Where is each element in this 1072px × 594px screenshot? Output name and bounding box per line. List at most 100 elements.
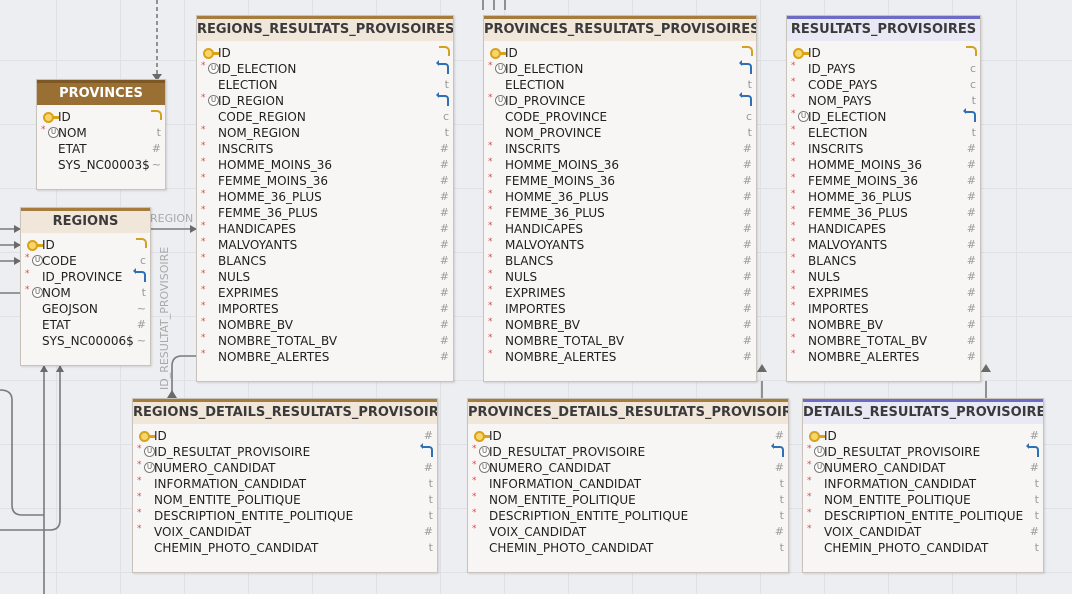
- column-row[interactable]: *NOMBRE_ALERTES#: [197, 349, 453, 365]
- column-row[interactable]: *HOMME_36_PLUS#: [197, 189, 453, 205]
- column-row[interactable]: *INSCRITS#: [484, 141, 756, 157]
- column-row[interactable]: ETAT#: [21, 317, 150, 333]
- column-row[interactable]: ID: [21, 237, 150, 253]
- column-row[interactable]: *HOMME_MOINS_36#: [787, 157, 980, 173]
- column-row[interactable]: *NOMBRE_BV#: [197, 317, 453, 333]
- column-row[interactable]: *HOMME_36_PLUS#: [787, 189, 980, 205]
- column-row[interactable]: *FEMME_MOINS_36#: [197, 173, 453, 189]
- column-row[interactable]: ID: [787, 45, 980, 61]
- column-row[interactable]: ID#: [133, 428, 437, 444]
- column-row[interactable]: *IMPORTES#: [484, 301, 756, 317]
- column-row[interactable]: *INSCRITS#: [197, 141, 453, 157]
- column-row[interactable]: ID: [37, 109, 165, 125]
- column-row[interactable]: *HANDICAPES#: [197, 221, 453, 237]
- column-row[interactable]: *VOIX_CANDIDAT#: [468, 524, 788, 540]
- column-row[interactable]: *NOMBRE_BV#: [484, 317, 756, 333]
- column-row[interactable]: *FEMME_36_PLUS#: [484, 205, 756, 221]
- column-row[interactable]: *EXPRIMES#: [484, 285, 756, 301]
- column-row[interactable]: *FEMME_36_PLUS#: [197, 205, 453, 221]
- column-row[interactable]: *NOMBRE_TOTAL_BV#: [197, 333, 453, 349]
- column-row[interactable]: *BLANCS#: [197, 253, 453, 269]
- column-row[interactable]: SYS_NC00003$~: [37, 157, 165, 173]
- column-row[interactable]: *MALVOYANTS#: [787, 237, 980, 253]
- column-row[interactable]: *FEMME_MOINS_36#: [787, 173, 980, 189]
- column-row[interactable]: *NOMBRE_TOTAL_BV#: [484, 333, 756, 349]
- column-row[interactable]: *BLANCS#: [484, 253, 756, 269]
- column-row[interactable]: *INSCRITS#: [787, 141, 980, 157]
- column-row[interactable]: ID#: [803, 428, 1043, 444]
- column-row[interactable]: *BLANCS#: [787, 253, 980, 269]
- column-row[interactable]: SYS_NC00006$~: [21, 333, 150, 349]
- column-row[interactable]: *FEMME_MOINS_36#: [484, 173, 756, 189]
- column-row[interactable]: *NOMBRE_ALERTES#: [484, 349, 756, 365]
- column-row[interactable]: *NOMBRE_ALERTES#: [787, 349, 980, 365]
- column-row[interactable]: ID#: [468, 428, 788, 444]
- column-row[interactable]: *ID_PROVINCE: [21, 269, 150, 285]
- column-row[interactable]: *HOMME_MOINS_36#: [197, 157, 453, 173]
- column-row[interactable]: *HANDICAPES#: [484, 221, 756, 237]
- column-row[interactable]: *IMPORTES#: [787, 301, 980, 317]
- column-row[interactable]: *VOIX_CANDIDAT#: [803, 524, 1043, 540]
- column-row[interactable]: GEOJSON~: [21, 301, 150, 317]
- column-row[interactable]: *NULS#: [197, 269, 453, 285]
- column-row[interactable]: *EXPRIMES#: [787, 285, 980, 301]
- column-row[interactable]: *FEMME_36_PLUS#: [787, 205, 980, 221]
- column-row[interactable]: *NULS#: [484, 269, 756, 285]
- column-row[interactable]: ID: [197, 45, 453, 61]
- column-row[interactable]: *IMPORTES#: [197, 301, 453, 317]
- column-row[interactable]: *NULS#: [787, 269, 980, 285]
- column-row[interactable]: *NOMBRE_TOTAL_BV#: [787, 333, 980, 349]
- column-row[interactable]: *MALVOYANTS#: [484, 237, 756, 253]
- column-row[interactable]: *EXPRIMES#: [197, 285, 453, 301]
- column-row[interactable]: *MALVOYANTS#: [197, 237, 453, 253]
- column-row[interactable]: ETAT#: [37, 141, 165, 157]
- column-row[interactable]: *HANDICAPES#: [787, 221, 980, 237]
- column-row[interactable]: *NOMBRE_BV#: [787, 317, 980, 333]
- column-row[interactable]: ID: [484, 45, 756, 61]
- column-row[interactable]: *HOMME_MOINS_36#: [484, 157, 756, 173]
